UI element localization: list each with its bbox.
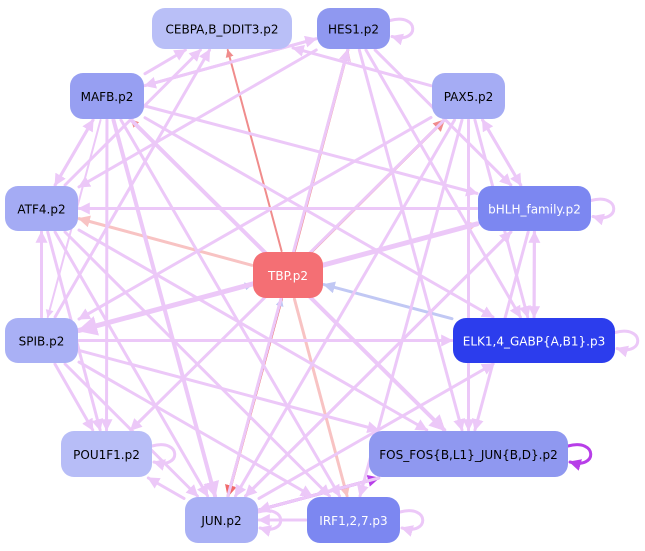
edge-tbp-to-atf4 [77,215,254,267]
node-box [369,431,568,477]
node-jun[interactable]: JUN.p2 [185,497,258,543]
self-loop-hes1 [388,17,415,46]
edge-spib-to-irf [77,360,314,498]
edge-atf4-to-mafb [53,118,95,187]
self-loop-irf [398,509,425,537]
node-spib[interactable]: SPIB.p2 [5,318,78,363]
node-box [307,497,400,543]
node-label: PAX5.p2 [444,90,494,104]
edge-pax5-to-cebpa [291,45,433,88]
edge-spib-to-fos [77,348,380,434]
node-mafb[interactable]: MAFB.p2 [70,73,144,119]
edge-tbp-to-cebpa [225,49,283,252]
node-cebpa[interactable]: CEBPA,B_DDIT3.p2 [152,8,292,49]
edge-spib-to-jun [63,362,199,498]
node-label: HES1.p2 [328,23,379,37]
node-label: MAFB.p2 [81,90,134,104]
node-label: bHLH_family.p2 [488,203,581,217]
node-label: FOS_FOS{B,L1}_JUN{B,D}.p2 [379,448,558,462]
node-box [70,73,144,119]
node-elk[interactable]: ELK1,4_GABP{A,B1}.p3 [453,318,615,363]
edge-atf4-to-fos [77,228,429,432]
self-loop-jun [256,509,283,537]
node-label: ELK1,4_GABP{A,B1}.p3 [463,335,605,349]
node-atf4[interactable]: ATF4.p2 [5,186,78,231]
node-box [453,318,615,363]
self-loop-fos [566,443,593,471]
edge-atf4-to-irf [63,230,331,498]
edge-pax5-to-jun [233,118,457,498]
node-pou1f1[interactable]: POU1F1.p2 [61,431,152,477]
edge-jun-to-elk [257,362,495,500]
node-label: CEBPA,B_DDIT3.p2 [166,23,279,37]
node-box [152,8,292,49]
self-loops-layer [150,17,640,537]
edge-spib-to-cebpa [53,48,212,319]
node-label: JUN.p2 [200,514,241,528]
node-box [253,252,323,298]
node-label: TBP.p2 [267,269,308,283]
node-box [478,186,591,231]
edge-bhlh-to-pax5 [481,118,523,187]
node-bhlh[interactable]: bHLH_family.p2 [478,186,591,231]
node-label: ATF4.p2 [17,203,65,217]
node-label: SPIB.p2 [19,335,65,349]
edge-tbp-to-irf [292,297,351,498]
edge-jun-to-bhlh [244,230,513,498]
node-tbp[interactable]: TBP.p2 [253,252,323,298]
node-pax5[interactable]: PAX5.p2 [432,73,505,119]
self-loop-elk [613,329,640,358]
edge-fos-to-jun [257,476,381,513]
node-box [5,186,78,231]
node-box [5,318,78,363]
node-label: POU1F1.p2 [73,448,140,462]
node-hes1[interactable]: HES1.p2 [317,8,390,49]
node-irf[interactable]: IRF1,2,7.p3 [307,497,400,543]
node-label: IRF1,2,7.p3 [319,514,387,528]
self-loop-bhlh [589,197,616,226]
edge-mafb-to-irf [119,118,342,498]
node-box [185,497,258,543]
edge-mafb-to-cebpa [143,48,187,76]
edge-spib-to-pou1f1 [53,362,95,432]
node-box [61,431,152,477]
node-box [317,8,390,49]
edge-pax5-to-spib [77,115,433,321]
self-loop-pou1f1 [150,443,177,471]
node-fos[interactable]: FOS_FOS{B,L1}_JUN{B,D}.p2 [369,431,568,477]
edges-layer [35,35,541,526]
edge-hes1-to-atf4 [77,48,318,189]
node-box [432,73,505,119]
edge-jun-to-pou1f1 [146,476,186,500]
edge-mafb-to-elk [143,116,495,319]
edge-hes1-to-elk [364,48,522,319]
